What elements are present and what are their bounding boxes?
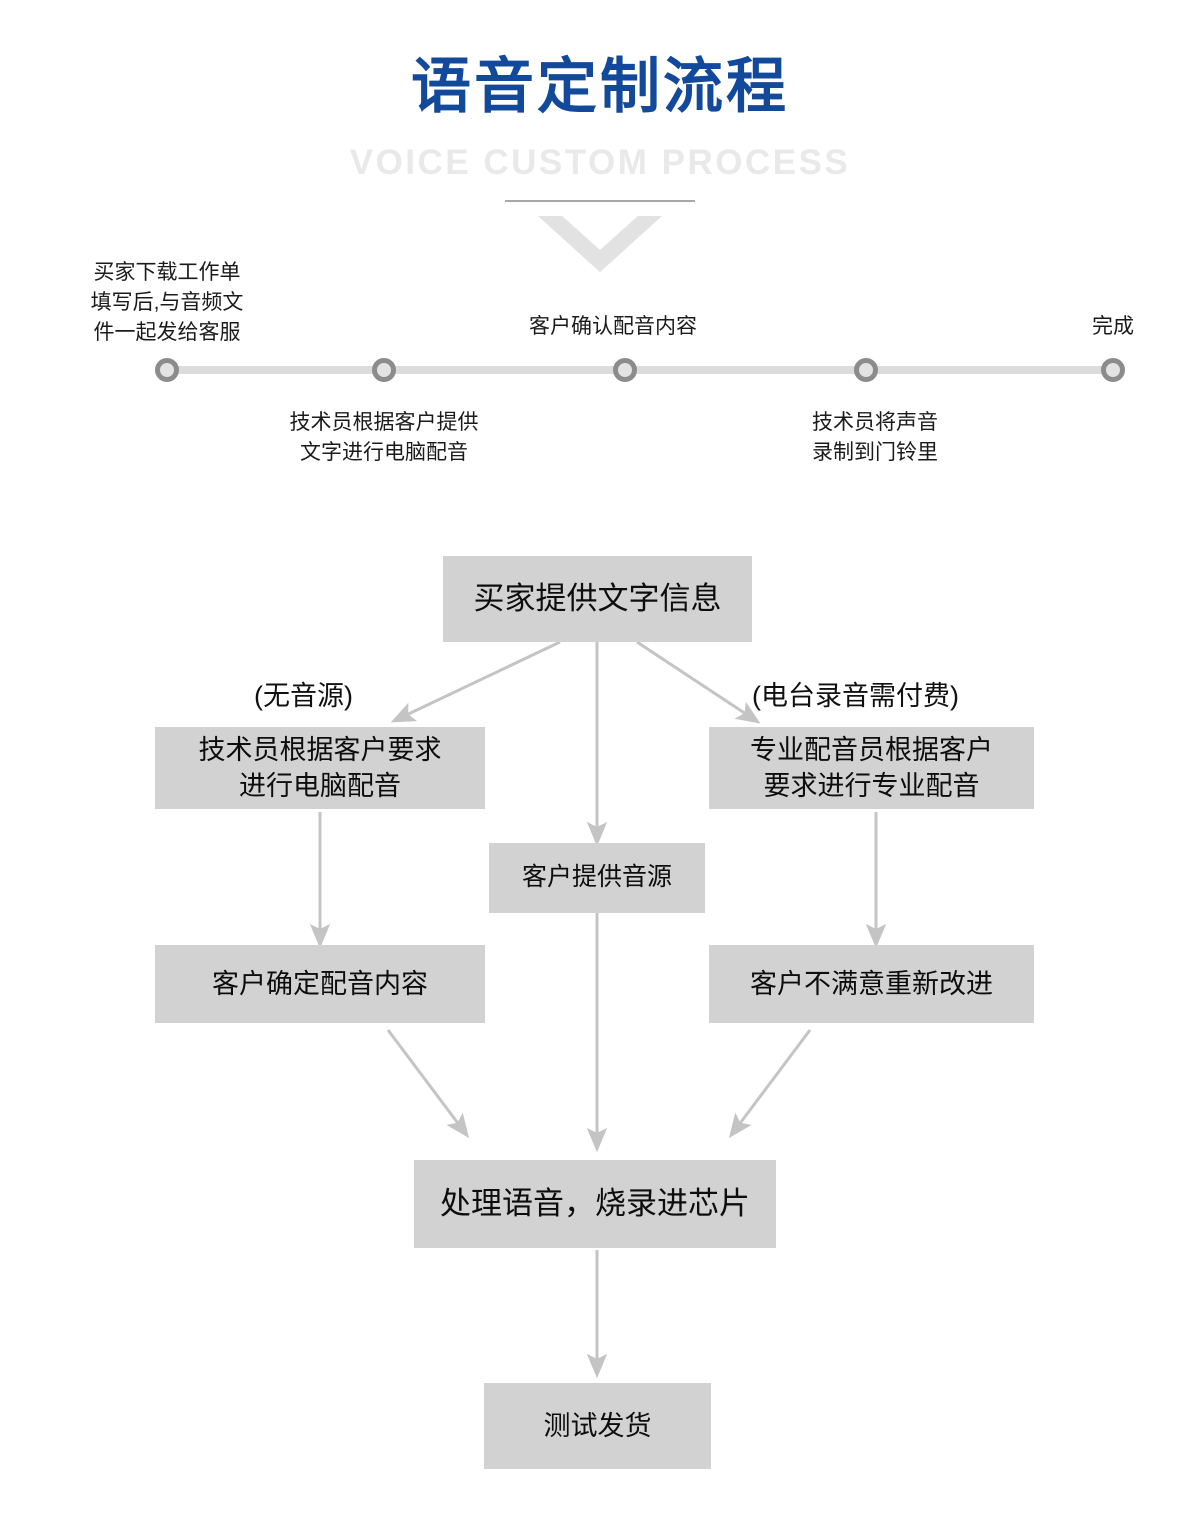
chevron-down-icon: [538, 216, 662, 272]
header-divider: [505, 200, 695, 202]
timeline-label-1: 买家下载工作单 填写后,与音频文 件一起发给客服: [90, 261, 244, 344]
page-subtitle: VOICE CUSTOM PROCESS: [349, 143, 851, 182]
branch-label-left: (无音源): [254, 681, 353, 711]
timeline-track: [167, 366, 1113, 374]
flow-box-start[interactable]: 买家提供文字信息: [443, 556, 752, 642]
flow-box-left-bottom[interactable]: 客户确定配音内容: [155, 945, 485, 1023]
timeline-label-5: 完成: [1092, 315, 1134, 338]
flow-box-right-bottom[interactable]: 客户不满意重新改进: [709, 945, 1034, 1023]
timeline-label-3: 客户确认配音内容: [529, 315, 697, 338]
timeline-dot-3[interactable]: [613, 358, 637, 382]
flow-box-end[interactable]: 测试发货: [484, 1383, 711, 1469]
flow-box-left-top[interactable]: 技术员根据客户要求 进行电脑配音: [155, 727, 485, 809]
flow-box-merge[interactable]: 处理语音，烧录进芯片: [414, 1160, 776, 1248]
page-title: 语音定制流程: [411, 53, 789, 120]
flow-box-right-top[interactable]: 专业配音员根据客户 要求进行专业配音: [709, 727, 1034, 809]
flow-box-middle[interactable]: 客户提供音源: [489, 843, 705, 913]
timeline-dot-5[interactable]: [1101, 358, 1125, 382]
timeline-label-2: 技术员根据客户提供 文字进行电脑配音: [289, 411, 479, 464]
timeline-dot-1[interactable]: [155, 358, 179, 382]
timeline-dot-4[interactable]: [854, 358, 878, 382]
timeline-dot-2[interactable]: [372, 358, 396, 382]
timeline-label-4: 技术员将声音 录制到门铃里: [812, 411, 938, 464]
branch-label-right: (电台录音需付费): [752, 681, 959, 711]
